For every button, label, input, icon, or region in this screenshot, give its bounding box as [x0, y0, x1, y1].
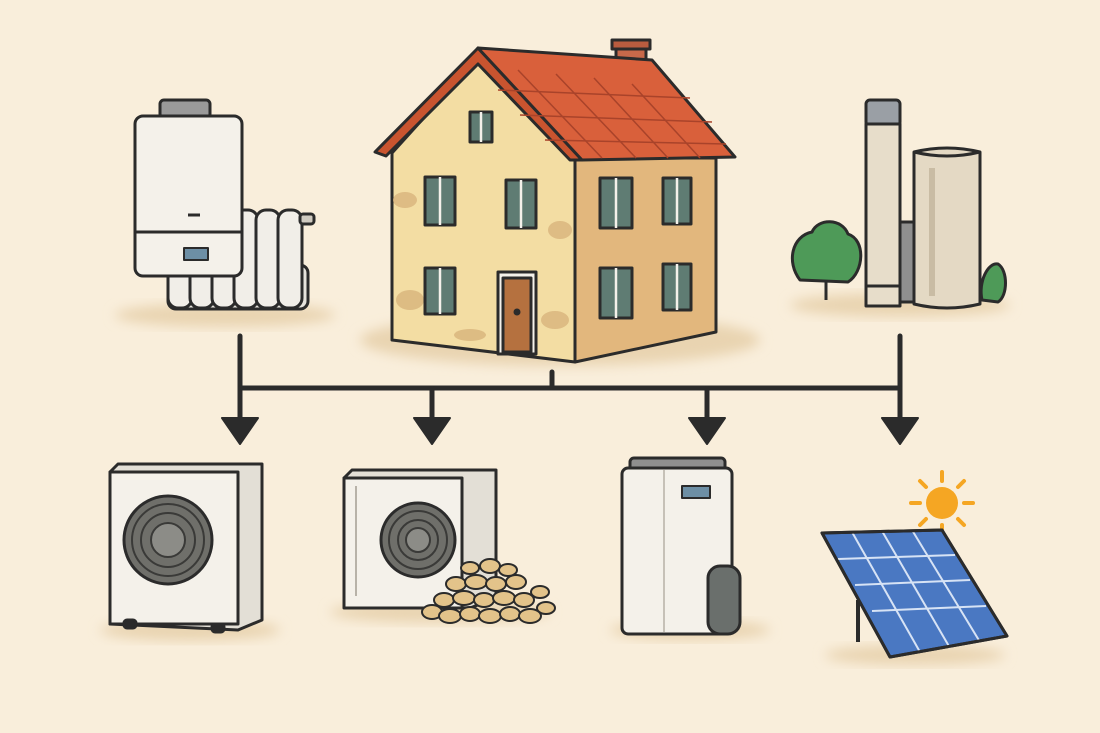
fan-icon [122, 494, 214, 586]
heat-pump-with-wood-pellets [330, 468, 556, 624]
gas-boiler-icon [133, 98, 244, 278]
air-heat-pump-icon [100, 462, 280, 641]
gas-boiler-with-radiator [115, 98, 335, 327]
chimney-icon [864, 98, 902, 308]
indoor-heat-pump-unit [610, 456, 770, 640]
house-icon [360, 38, 760, 366]
arrowhead-3 [688, 417, 726, 445]
heating-network [237, 333, 903, 425]
wood-pellets-icon [421, 558, 556, 624]
arrowhead-1 [221, 417, 259, 445]
solar-panel-icon [820, 528, 1009, 659]
fan-icon [379, 501, 457, 579]
indoor-unit-icon [620, 456, 734, 636]
arrowhead-2 [413, 417, 451, 445]
tree-icon [790, 220, 1007, 304]
oil-tank-icon [912, 146, 982, 310]
sun-icon [909, 470, 975, 536]
arrowhead-4 [881, 417, 919, 445]
oil-tank-with-chimney [790, 98, 1010, 317]
solar-panel [820, 470, 1009, 665]
